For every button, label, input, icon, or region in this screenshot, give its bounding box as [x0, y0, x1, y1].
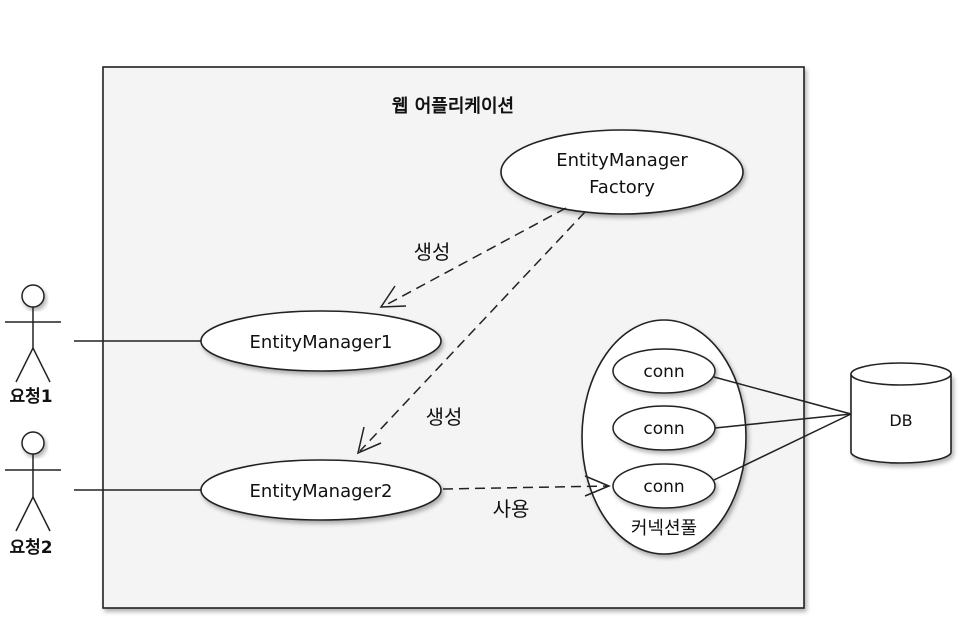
- actor-request1-label: 요청1: [9, 386, 52, 407]
- connection-pool: conn conn conn 커넥션풀: [581, 319, 747, 555]
- factory-label-line1: EntityManager: [556, 150, 688, 171]
- entity-manager-factory-node: EntityManager Factory: [500, 129, 744, 215]
- db-connection-lines: [713, 376, 852, 481]
- conn-node-1: [612, 348, 716, 394]
- create-label-1: 생성: [414, 240, 451, 264]
- create-arrow-1: [379, 207, 567, 308]
- database-label: DB: [889, 411, 912, 430]
- conn-node-3: [612, 463, 716, 509]
- web-application-title: 웹 어플리케이션: [392, 96, 514, 117]
- factory-label-line2: Factory: [589, 177, 655, 198]
- entity-manager1-label: EntityManager1: [250, 332, 393, 353]
- create-label-2: 생성: [426, 405, 463, 429]
- actor-request2-label: 요청2: [9, 537, 52, 558]
- database-node: DB: [850, 362, 952, 464]
- use-label: 사용: [493, 497, 530, 521]
- conn-label-3: conn: [643, 477, 684, 497]
- entity-manager1-node: EntityManager1: [200, 310, 442, 372]
- conn-label-1: conn: [643, 362, 684, 382]
- entity-manager2-label: EntityManager2: [250, 481, 393, 502]
- entity-manager2-node: EntityManager2: [200, 459, 442, 521]
- connection-pool-label: 커넥션풀: [631, 518, 697, 539]
- create-arrow-2: [356, 211, 586, 455]
- conn-label-2: conn: [643, 419, 684, 439]
- actor-request1: [5, 284, 61, 383]
- use-arrow: [442, 475, 611, 497]
- actor-request2: [5, 431, 61, 532]
